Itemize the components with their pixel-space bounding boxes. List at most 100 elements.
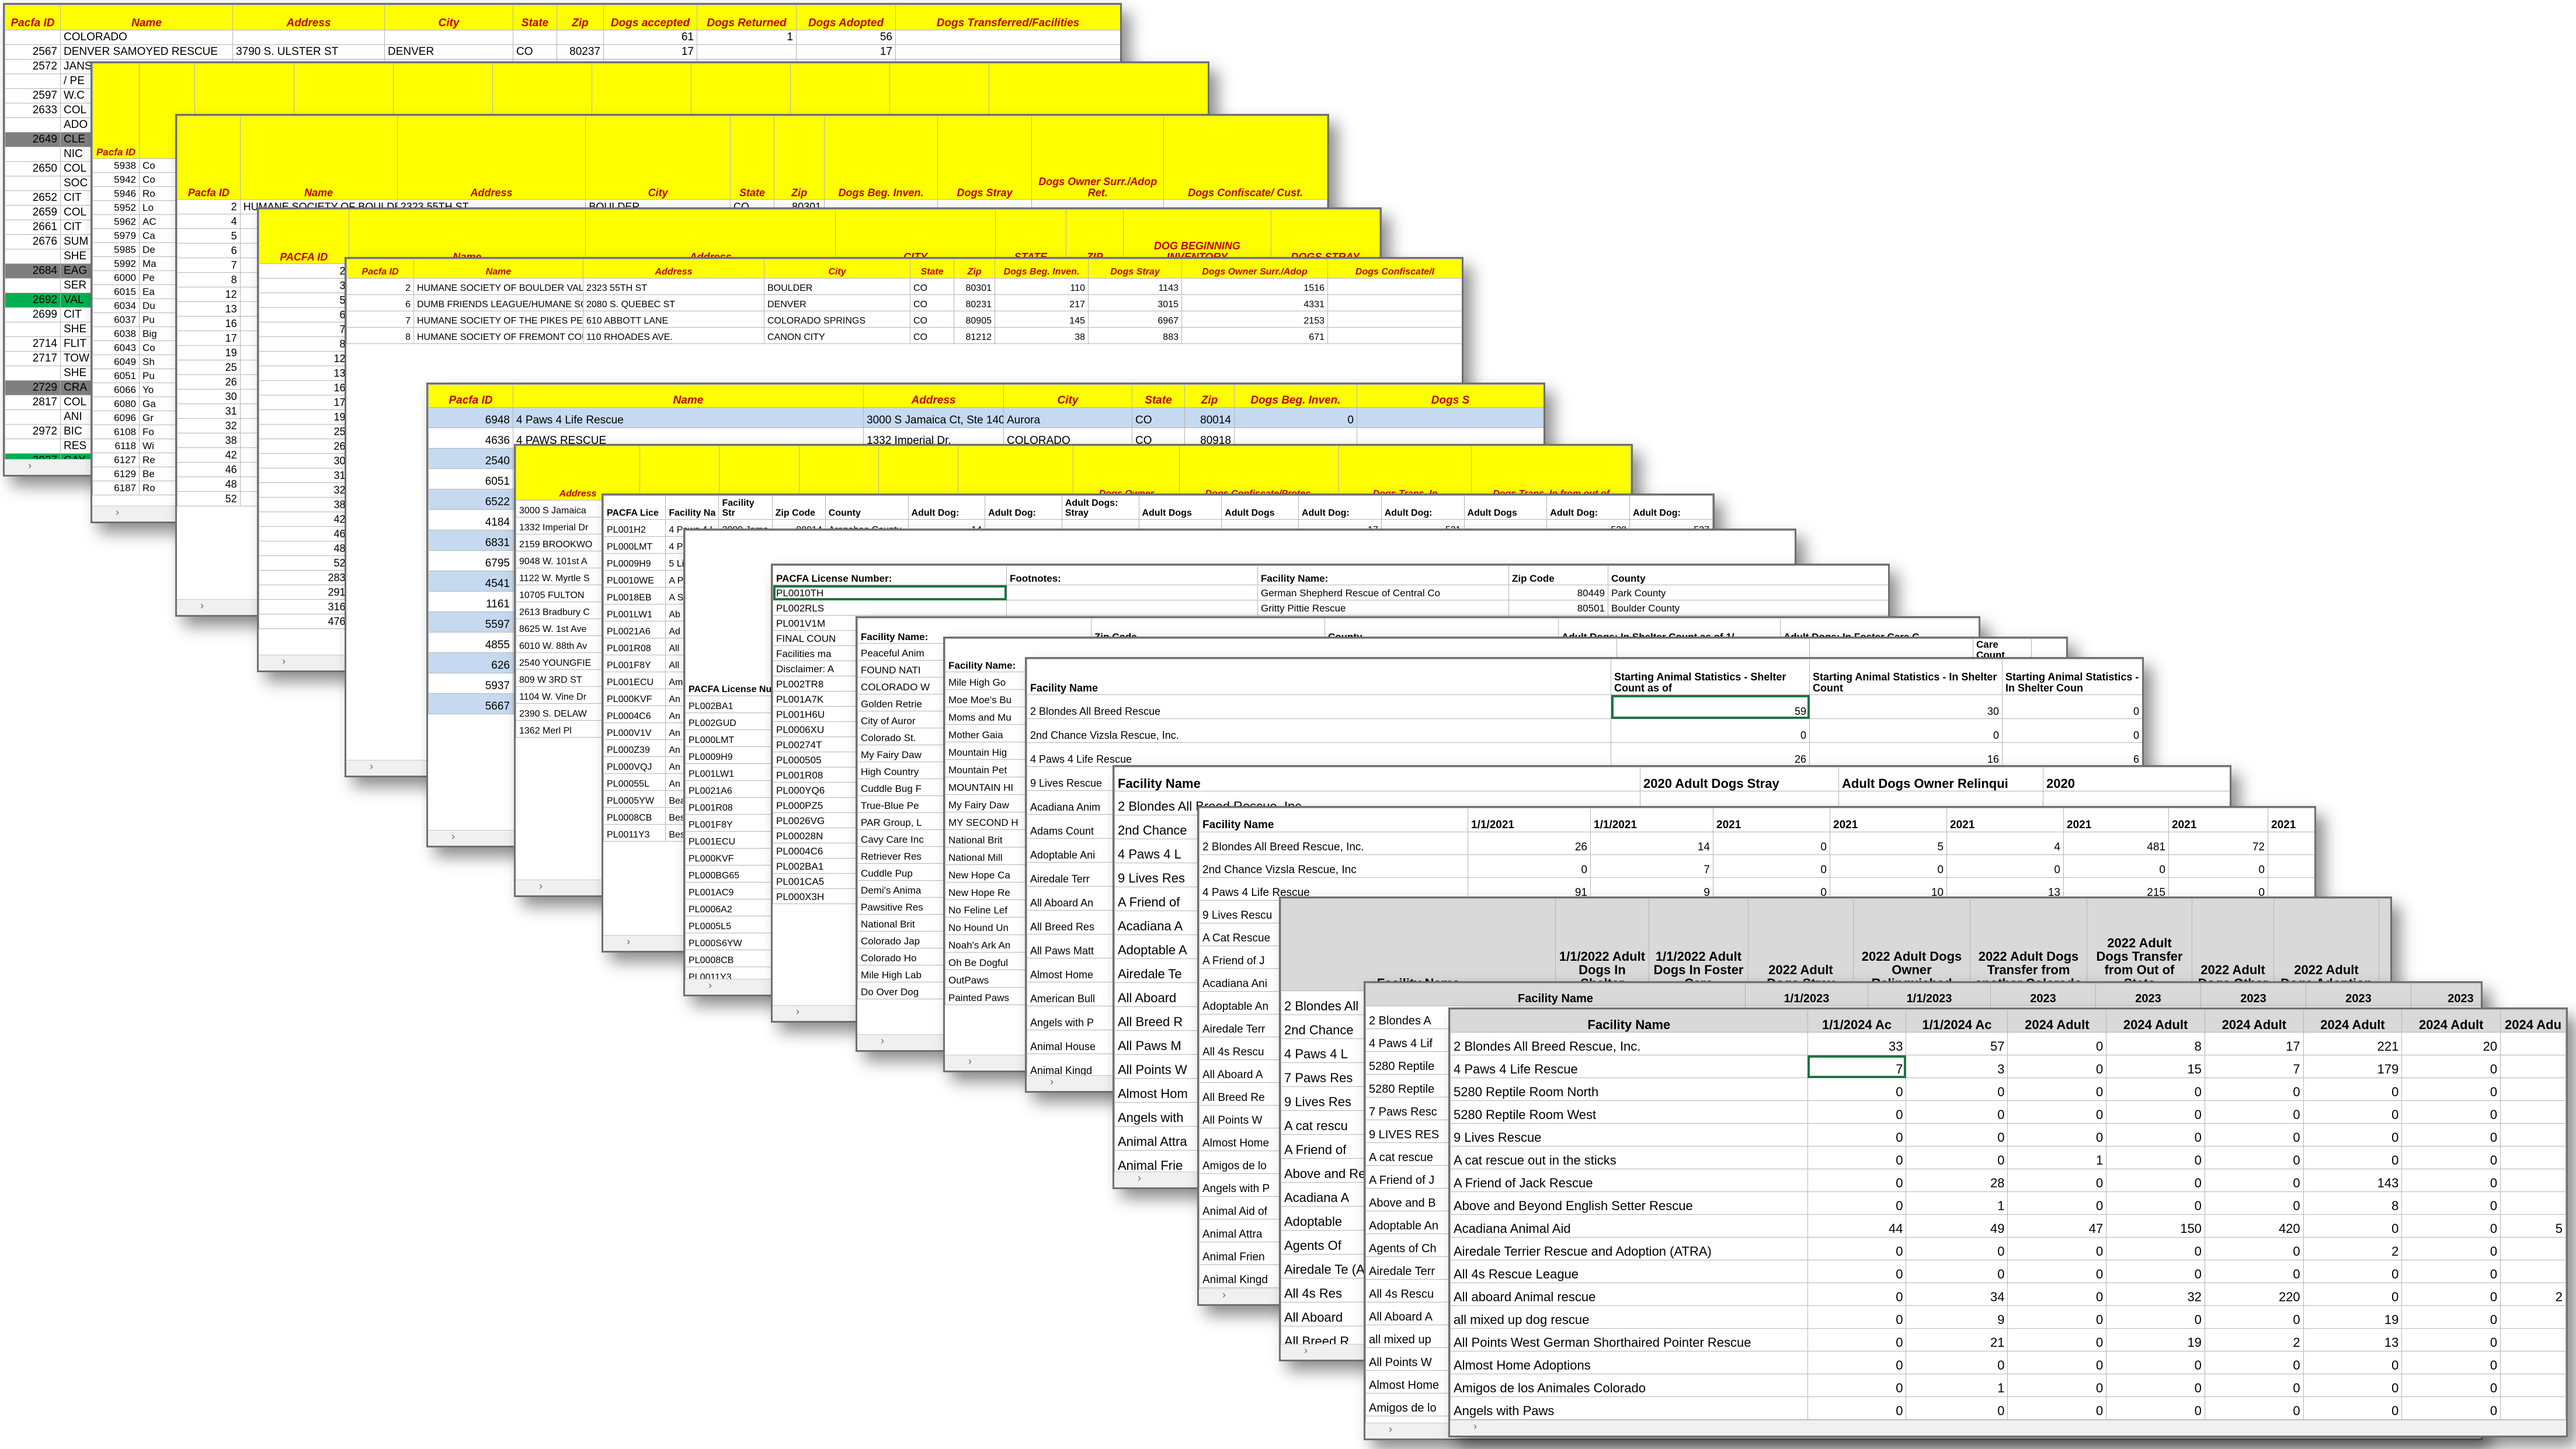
- column-header[interactable]: 1/1/2021: [1590, 808, 1713, 832]
- value-cell[interactable]: 217: [995, 294, 1089, 311]
- row-label-cell[interactable]: A Friend of Jack Rescue: [1450, 1169, 1808, 1192]
- value-cell[interactable]: DENVER: [384, 44, 513, 60]
- column-header[interactable]: County: [1608, 565, 1888, 585]
- value-cell[interactable]: 7: [1590, 854, 1713, 878]
- column-header[interactable]: Dogs Owner Surr./Adop Ret.: [1031, 116, 1164, 200]
- value-cell[interactable]: [384, 30, 513, 45]
- row-label-cell[interactable]: 48: [259, 541, 349, 556]
- value-cell[interactable]: CO: [910, 278, 954, 295]
- value-cell[interactable]: 8: [2303, 1191, 2403, 1215]
- value-cell[interactable]: 57: [1906, 1032, 2008, 1055]
- value-cell[interactable]: CO: [910, 294, 954, 311]
- value-cell[interactable]: 0: [2007, 1100, 2107, 1124]
- row-label-cell[interactable]: 7: [259, 322, 349, 337]
- value-cell[interactable]: [2500, 1351, 2566, 1374]
- row-label-cell[interactable]: 25: [259, 424, 349, 439]
- row-label-cell[interactable]: 52: [259, 555, 349, 571]
- value-cell[interactable]: 32: [2106, 1283, 2205, 1306]
- row-label-cell[interactable]: 6096: [92, 411, 140, 425]
- value-cell[interactable]: Boulder County: [1608, 600, 1888, 616]
- row-label-cell[interactable]: 6066: [92, 383, 140, 397]
- column-header[interactable]: [958, 446, 1074, 501]
- value-cell[interactable]: COLORADO: [60, 30, 233, 45]
- scroll-arrow-icon[interactable]: ›: [539, 880, 543, 892]
- value-cell[interactable]: [2500, 1100, 2566, 1124]
- column-header[interactable]: Facility Name: [1365, 983, 1746, 1006]
- row-label-cell[interactable]: Almost Home Adoptions: [1450, 1351, 1808, 1374]
- value-cell[interactable]: 179: [2303, 1055, 2403, 1078]
- row-label-cell[interactable]: 2717: [5, 351, 61, 366]
- row-label-cell[interactable]: 5985: [92, 242, 140, 257]
- column-header[interactable]: Facility Name: [1199, 808, 1468, 832]
- value-cell[interactable]: DUMB FRIENDS LEAGUE/HUMANE SOCIETY OF: [413, 294, 583, 311]
- column-header[interactable]: 2021: [1946, 808, 2064, 832]
- row-label-cell[interactable]: 17: [177, 331, 241, 346]
- value-cell[interactable]: 0: [2303, 1123, 2403, 1146]
- row-label-cell[interactable]: 4 Paws 4 Life Rescue: [1450, 1055, 1808, 1078]
- column-header[interactable]: 1/1/2024 Ac: [1807, 1009, 1907, 1033]
- row-label-cell[interactable]: Acadiana Animal Aid: [1450, 1214, 1808, 1238]
- column-header[interactable]: Zip: [774, 116, 825, 200]
- row-label-cell[interactable]: 2714: [5, 336, 61, 352]
- row-label-cell[interactable]: 38: [259, 497, 349, 512]
- value-cell[interactable]: [2500, 1396, 2566, 1420]
- column-header[interactable]: Name: [239, 116, 398, 200]
- row-label-cell[interactable]: PL000V1V: [603, 722, 666, 740]
- column-header[interactable]: 1/1/2021: [1468, 808, 1591, 832]
- column-header[interactable]: 2024 Adult: [2007, 1009, 2107, 1033]
- row-label-cell[interactable]: 19: [177, 345, 241, 360]
- value-cell[interactable]: 56: [796, 30, 896, 45]
- row-label-cell[interactable]: 2699: [5, 307, 61, 322]
- column-header[interactable]: 1/1/2022 Adult Dogs In Shelter: [1555, 898, 1649, 991]
- value-cell[interactable]: 0: [2106, 1260, 2205, 1283]
- row-label-cell[interactable]: [5, 147, 61, 162]
- value-cell[interactable]: [1327, 294, 1462, 311]
- value-cell[interactable]: 0: [2007, 1055, 2107, 1078]
- value-cell[interactable]: 610 ABBOTT LANE: [583, 311, 764, 328]
- column-header[interactable]: State: [1132, 384, 1185, 408]
- column-header[interactable]: Dogs Trans. In: [1338, 446, 1472, 501]
- row-label-cell[interactable]: 6108: [92, 425, 140, 439]
- value-cell[interactable]: [2500, 1078, 2566, 1101]
- column-header[interactable]: Zip Code: [1508, 565, 1608, 585]
- column-header[interactable]: Dogs Confiscate/I: [1327, 259, 1462, 279]
- value-cell[interactable]: 80449: [1508, 585, 1608, 600]
- value-cell[interactable]: 0: [2303, 1100, 2403, 1124]
- value-cell[interactable]: 0: [2007, 1078, 2107, 1101]
- row-label-cell[interactable]: 6127: [92, 453, 140, 467]
- value-cell[interactable]: 0: [1807, 1100, 1907, 1124]
- column-header[interactable]: 2021: [2168, 808, 2268, 832]
- value-cell[interactable]: [1006, 585, 1258, 600]
- row-label-cell[interactable]: 5962: [92, 214, 140, 229]
- row-label-cell[interactable]: 12: [259, 351, 349, 366]
- column-header[interactable]: Dogs Stray: [937, 116, 1033, 200]
- row-label-cell[interactable]: 2692: [5, 293, 61, 308]
- scroll-arrow-icon[interactable]: ›: [116, 506, 119, 518]
- column-header[interactable]: 2021: [2268, 808, 2314, 832]
- column-header[interactable]: [878, 446, 959, 501]
- row-label-cell[interactable]: PL001R08: [603, 638, 666, 655]
- column-header[interactable]: Name: [348, 209, 586, 264]
- value-cell[interactable]: 2: [2500, 1283, 2566, 1306]
- value-cell[interactable]: German Shepherd Rescue of Central Co: [1257, 585, 1509, 600]
- value-cell[interactable]: [697, 44, 797, 60]
- row-label-cell[interactable]: PL000VQJ: [603, 756, 666, 774]
- value-cell[interactable]: 0: [1807, 1351, 1907, 1374]
- value-cell[interactable]: 0: [2401, 1396, 2501, 1420]
- value-cell[interactable]: 0: [2007, 1260, 2107, 1283]
- column-header[interactable]: Adult Dogs: [1463, 495, 1548, 520]
- value-cell[interactable]: 0: [1906, 1123, 2008, 1146]
- row-label-cell[interactable]: 5992: [92, 256, 140, 271]
- value-cell[interactable]: 0: [1807, 1396, 1907, 1420]
- row-label-cell[interactable]: 4: [177, 214, 241, 229]
- value-cell[interactable]: 20: [2401, 1032, 2501, 1055]
- value-cell[interactable]: 0: [2401, 1191, 2501, 1215]
- row-label-cell[interactable]: 30: [259, 453, 349, 468]
- value-cell[interactable]: 0: [2007, 1032, 2107, 1055]
- value-cell[interactable]: 0: [2007, 1237, 2107, 1260]
- row-label-cell[interactable]: 2661: [5, 220, 61, 235]
- row-label-cell[interactable]: 2817: [5, 395, 61, 410]
- row-label-cell[interactable]: PL001H2: [603, 519, 666, 537]
- column-header[interactable]: [639, 446, 720, 501]
- value-cell[interactable]: 150: [2106, 1214, 2205, 1238]
